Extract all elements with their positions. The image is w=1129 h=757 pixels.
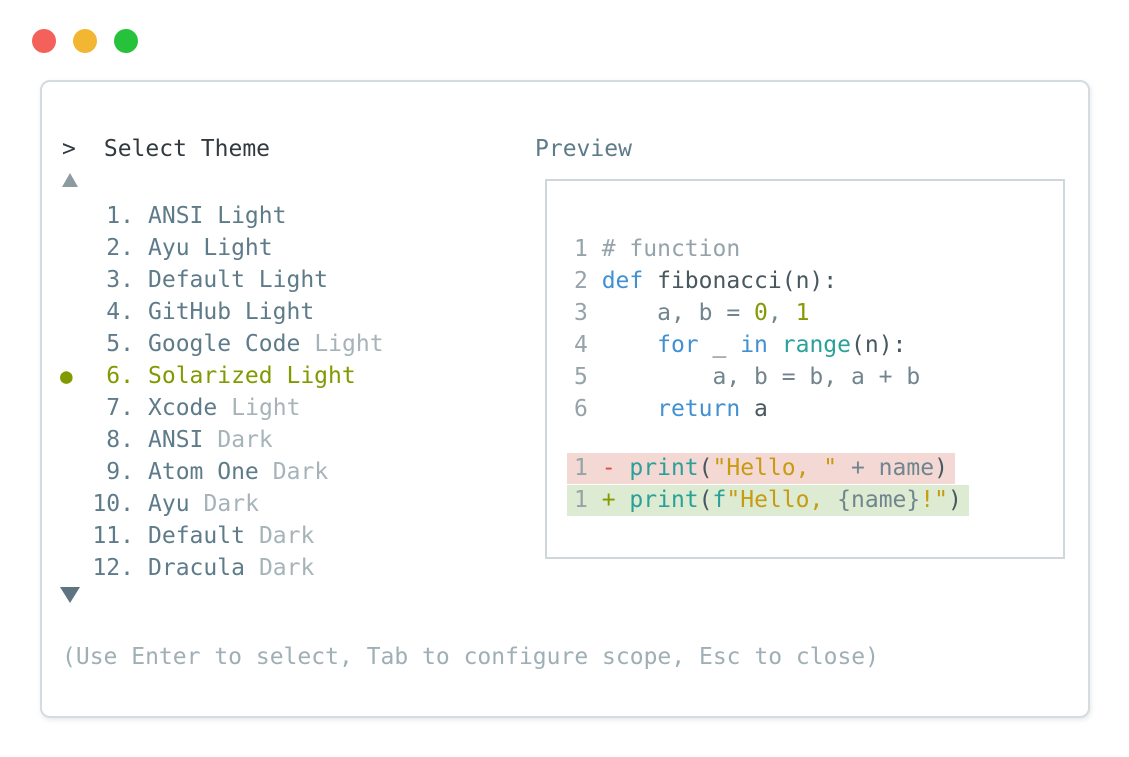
theme-selector-panel: > Select Theme Preview 1. ANSI Light 2. Ayu …: [40, 80, 1090, 718]
theme-variant: Light: [314, 331, 384, 357]
line-number: 1: [574, 455, 602, 481]
triangle-up-icon: [62, 173, 78, 187]
theme-list-item[interactable]: 10. Ayu Dark: [42, 488, 542, 520]
selected-bullet-icon: ●: [60, 364, 73, 388]
preview-pane: 1 # function 2 def fibonacci(n): 3 a, b = …: [545, 179, 1065, 559]
theme-number: 7.: [106, 395, 134, 421]
selected-bullet-icon: [60, 200, 84, 232]
code-line: 5 a, b = b, a + b: [574, 364, 921, 390]
theme-number: 12.: [92, 555, 134, 581]
theme-list-item[interactable]: 11. Default Dark: [42, 520, 542, 552]
theme-list-item[interactable]: 5. Google Code Light: [42, 328, 542, 360]
selected-bullet-icon: [60, 552, 84, 584]
theme-number: 4.: [106, 299, 134, 325]
selected-bullet-icon: [60, 296, 84, 328]
code-gap: [547, 425, 1063, 452]
code-line: 1 # function: [574, 236, 741, 262]
diff-highlight-removed: 1 - print("Hello, " + name): [567, 453, 955, 484]
theme-list: 1. ANSI Light 2. Ayu Light 3. Default Light 4.…: [42, 200, 542, 584]
theme-variant: Light: [231, 395, 301, 421]
theme-number: 3.: [106, 267, 134, 293]
page-title: Select Theme: [103, 136, 271, 162]
scroll-down-indicator[interactable]: [60, 587, 86, 607]
zoom-button[interactable]: [114, 29, 138, 53]
theme-variant: Dark: [258, 555, 315, 581]
theme-list-item[interactable]: 9. Atom One Dark: [42, 456, 542, 488]
code-line: 3 a, b = 0, 1: [574, 300, 810, 326]
line-number: 1: [574, 487, 602, 513]
theme-number: 9.: [106, 459, 134, 485]
line-number: 6: [574, 396, 602, 422]
scroll-up-indicator[interactable]: [62, 172, 86, 190]
diff-line-removed: 1 - print("Hello, " + name): [547, 452, 1063, 484]
theme-number: 1.: [106, 203, 134, 229]
theme-variant: Dark: [217, 427, 273, 453]
line-number: 5: [574, 364, 602, 390]
theme-name: GitHub Light: [148, 299, 315, 325]
selected-bullet-icon: [60, 424, 84, 456]
code-line: 6 return a: [574, 396, 768, 422]
theme-number: 6.: [106, 363, 134, 389]
preview-label: Preview: [535, 136, 632, 162]
theme-name: Default: [148, 523, 245, 549]
theme-list-item[interactable]: 3. Default Light: [42, 264, 542, 296]
selected-bullet-icon: [60, 264, 84, 296]
theme-list-item[interactable]: 2. Ayu Light: [42, 232, 542, 264]
prompt-caret-icon: >: [62, 136, 76, 162]
theme-number: 11.: [92, 523, 134, 549]
theme-list-item[interactable]: 12. Dracula Dark: [42, 552, 542, 584]
theme-name: Ayu Light: [148, 235, 273, 261]
theme-variant: Dark: [272, 459, 329, 485]
code-line: 2 def fibonacci(n):: [574, 268, 838, 294]
line-number: 2: [574, 268, 602, 294]
theme-name: Atom One: [148, 459, 259, 485]
theme-name: ANSI: [148, 427, 204, 453]
theme-list-item[interactable]: 7. Xcode Light: [42, 392, 542, 424]
theme-name: Default Light: [148, 267, 329, 293]
line-number: 3: [574, 300, 602, 326]
selected-bullet-icon: [60, 392, 84, 424]
selected-bullet-icon: [60, 520, 84, 552]
window-controls: [32, 29, 138, 53]
theme-number: 10.: [92, 491, 134, 517]
theme-variant: Dark: [258, 523, 315, 549]
selected-bullet-icon: [60, 456, 84, 488]
theme-name: Ayu: [148, 491, 190, 517]
prompt-line: > Select Theme: [62, 136, 270, 162]
theme-name: Dracula: [148, 555, 245, 581]
triangle-down-icon: [60, 587, 80, 603]
close-button[interactable]: [32, 29, 56, 53]
line-number: 4: [574, 332, 602, 358]
theme-name: Solarized Light: [148, 363, 356, 389]
theme-list-item[interactable]: 4. GitHub Light: [42, 296, 542, 328]
theme-name: Google Code: [148, 331, 301, 357]
theme-variant: Dark: [203, 491, 259, 517]
selected-bullet-icon: [60, 488, 84, 520]
minimize-button[interactable]: [73, 29, 97, 53]
theme-number: 2.: [106, 235, 134, 261]
diff-highlight-added: 1 + print(f"Hello, {name}!"): [567, 485, 969, 516]
selected-bullet-icon: [60, 328, 84, 360]
theme-name: Xcode: [148, 395, 218, 421]
theme-list-item[interactable]: ● 6. Solarized Light: [42, 360, 542, 392]
line-number: 1: [574, 236, 602, 262]
footer-hint: (Use Enter to select, Tab to configure s…: [62, 644, 879, 670]
theme-number: 8.: [106, 427, 134, 453]
theme-list-item[interactable]: 1. ANSI Light: [42, 200, 542, 232]
theme-list-item[interactable]: 8. ANSI Dark: [42, 424, 542, 456]
theme-name: ANSI Light: [148, 203, 287, 229]
theme-number: 5.: [106, 331, 134, 357]
diff-line-added: 1 + print(f"Hello, {name}!"): [547, 484, 1063, 516]
selected-bullet-icon: [60, 232, 84, 264]
code-line: 4 for _ in range(n):: [574, 332, 907, 358]
